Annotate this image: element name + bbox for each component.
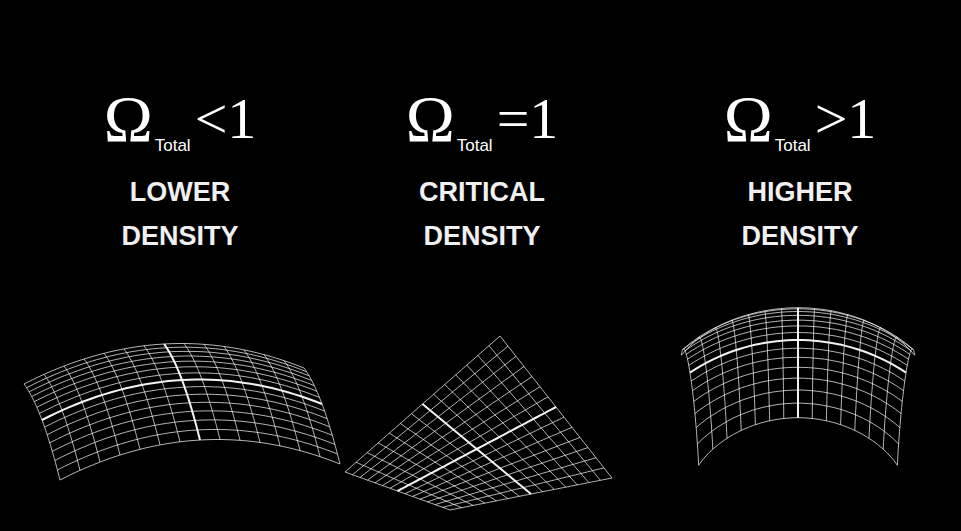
saddle-grid <box>24 344 340 481</box>
grid-line <box>765 311 770 421</box>
grid-line <box>688 326 909 359</box>
subscript: Total <box>457 137 493 154</box>
grid-line <box>812 309 815 419</box>
grid-line <box>398 407 557 491</box>
grid-line <box>368 366 525 480</box>
grid-line <box>375 377 532 483</box>
grid-line <box>686 320 909 354</box>
grid-line <box>304 368 340 464</box>
relation: >1 <box>815 86 877 152</box>
grid-line <box>450 478 612 510</box>
omega-expression: ΩTotal<1 <box>90 86 270 152</box>
relation: <1 <box>195 86 257 152</box>
grid-line <box>24 344 304 385</box>
grid-line <box>897 349 914 465</box>
grid-line <box>684 312 912 349</box>
grid-line <box>428 448 589 502</box>
grid-line <box>383 387 541 486</box>
grid-line <box>42 380 322 421</box>
grid-line <box>60 440 340 481</box>
density-label: CRITICAL DENSITY <box>392 170 572 258</box>
grid-line <box>699 418 898 466</box>
grid-line <box>797 308 799 418</box>
grid-line <box>345 336 500 472</box>
grid-line <box>204 344 240 440</box>
sphere-grid <box>681 308 914 466</box>
density-column: ΩTotal<1LOWER DENSITY <box>90 86 270 258</box>
grid-line <box>164 344 200 440</box>
grid-line <box>693 357 904 390</box>
density-label: HIGHER DENSITY <box>710 170 890 258</box>
density-column: ΩTotal=1CRITICAL DENSITY <box>392 86 572 258</box>
subscript: Total <box>775 137 811 154</box>
omega-symbol: Ω <box>724 86 773 152</box>
omega-expression: ΩTotal>1 <box>710 86 890 152</box>
grid-line <box>781 309 784 419</box>
grid-line <box>50 402 330 443</box>
grid-line <box>413 427 573 496</box>
grid-line <box>52 411 332 451</box>
grid-line <box>695 378 901 413</box>
grid-line <box>443 468 605 507</box>
grid-line <box>826 311 831 421</box>
omega-symbol: Ω <box>104 86 153 152</box>
density-column: ΩTotal>1HIGHER DENSITY <box>710 86 890 258</box>
grid-line <box>39 373 319 414</box>
grid-line <box>689 333 907 366</box>
grid-line <box>184 344 220 440</box>
relation: =1 <box>497 86 559 152</box>
grid-line <box>29 351 309 391</box>
omega-symbol: Ω <box>406 86 455 152</box>
grid-line <box>694 367 903 401</box>
grid-line <box>37 367 317 408</box>
flat-grid <box>345 336 612 510</box>
subscript: Total <box>155 137 191 154</box>
grid-line <box>691 348 905 381</box>
grid-line <box>681 349 698 465</box>
omega-expression: ΩTotal=1 <box>392 86 572 152</box>
density-label: LOWER DENSITY <box>90 170 270 258</box>
grid-line <box>264 355 300 451</box>
grid-line <box>420 437 580 499</box>
grid-line <box>390 397 548 488</box>
